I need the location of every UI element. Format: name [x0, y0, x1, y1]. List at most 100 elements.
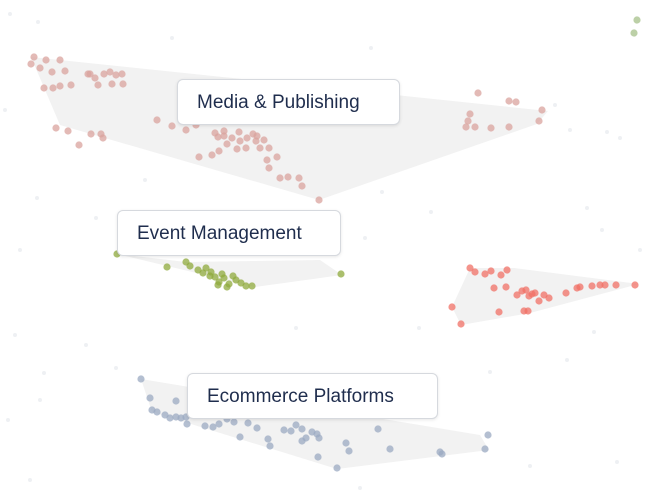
scatter-point[interactable]: [298, 182, 306, 190]
scatter-point[interactable]: [298, 425, 306, 433]
scatter-point[interactable]: [457, 320, 465, 328]
scatter-point[interactable]: [244, 419, 252, 427]
scatter-point[interactable]: [630, 29, 638, 37]
scatter-point[interactable]: [490, 284, 498, 292]
scatter-point[interactable]: [146, 394, 154, 402]
scatter-point[interactable]: [91, 74, 99, 82]
scatter-point[interactable]: [280, 426, 288, 434]
scatter-point[interactable]: [253, 132, 261, 140]
scatter-point[interactable]: [233, 145, 241, 153]
scatter-point[interactable]: [220, 127, 228, 135]
scatter-point[interactable]: [287, 427, 295, 435]
scatter-point[interactable]: [342, 439, 350, 447]
scatter-point[interactable]: [631, 281, 639, 289]
scatter-point[interactable]: [531, 289, 539, 297]
scatter-point[interactable]: [535, 297, 543, 305]
scatter-point[interactable]: [86, 70, 94, 78]
scatter-point[interactable]: [49, 84, 57, 92]
scatter-point[interactable]: [265, 144, 273, 152]
scatter-point[interactable]: [448, 303, 456, 311]
scatter-point[interactable]: [87, 130, 95, 138]
scatter-point[interactable]: [256, 144, 264, 152]
scatter-point[interactable]: [206, 272, 214, 280]
scatter-point[interactable]: [166, 414, 174, 422]
cluster-label-event-management[interactable]: Event Management: [117, 210, 341, 256]
scatter-point[interactable]: [195, 153, 203, 161]
scatter-point[interactable]: [172, 397, 180, 405]
scatter-point[interactable]: [487, 267, 495, 275]
scatter-point[interactable]: [474, 89, 482, 97]
scatter-point[interactable]: [462, 123, 470, 131]
scatter-point[interactable]: [27, 60, 35, 68]
cluster-label-ecommerce-platforms[interactable]: Ecommerce Platforms: [187, 373, 438, 419]
scatter-point[interactable]: [209, 423, 217, 431]
scatter-point[interactable]: [36, 64, 44, 72]
scatter-point[interactable]: [264, 435, 272, 443]
scatter-point[interactable]: [295, 174, 303, 182]
scatter-point[interactable]: [505, 123, 513, 131]
scatter-point[interactable]: [214, 281, 222, 289]
scatter-point[interactable]: [538, 106, 546, 114]
scatter-point[interactable]: [30, 53, 38, 61]
scatter-point[interactable]: [220, 132, 228, 140]
scatter-point[interactable]: [596, 281, 604, 289]
scatter-point[interactable]: [153, 408, 161, 416]
scatter-point[interactable]: [100, 70, 108, 78]
scatter-point[interactable]: [56, 82, 64, 90]
scatter-point[interactable]: [520, 307, 528, 315]
scatter-point[interactable]: [172, 413, 180, 421]
scatter-point[interactable]: [315, 196, 323, 204]
scatter-point[interactable]: [153, 116, 161, 124]
scatter-point[interactable]: [315, 434, 323, 442]
scatter-point[interactable]: [263, 156, 271, 164]
scatter-point[interactable]: [487, 124, 495, 132]
scatter-point[interactable]: [466, 110, 474, 118]
scatter-point[interactable]: [242, 282, 250, 290]
scatter-point[interactable]: [48, 68, 56, 76]
scatter-point[interactable]: [266, 442, 274, 450]
scatter-point[interactable]: [471, 268, 479, 276]
scatter-point[interactable]: [298, 437, 306, 445]
scatter-point[interactable]: [40, 84, 48, 92]
scatter-point[interactable]: [562, 289, 570, 297]
scatter-point[interactable]: [52, 124, 60, 132]
scatter-point[interactable]: [333, 464, 341, 472]
scatter-point[interactable]: [75, 141, 83, 149]
scatter-point[interactable]: [208, 151, 216, 159]
scatter-point[interactable]: [484, 431, 492, 439]
scatter-point[interactable]: [265, 164, 273, 172]
scatter-point[interactable]: [112, 71, 120, 79]
scatter-point[interactable]: [345, 447, 353, 455]
scatter-point[interactable]: [94, 81, 102, 89]
scatter-point[interactable]: [230, 418, 238, 426]
scatter-point[interactable]: [513, 291, 521, 299]
scatter-point[interactable]: [276, 174, 284, 182]
scatter-point[interactable]: [253, 424, 261, 432]
scatter-point[interactable]: [273, 153, 281, 161]
scatter-point[interactable]: [292, 421, 300, 429]
scatter-point[interactable]: [215, 420, 223, 428]
scatter-point[interactable]: [201, 422, 209, 430]
scatter-point[interactable]: [248, 282, 256, 290]
scatter-point[interactable]: [163, 263, 171, 271]
scatter-point[interactable]: [535, 117, 543, 125]
scatter-point[interactable]: [505, 97, 513, 105]
scatter-point[interactable]: [481, 270, 489, 278]
scatter-point[interactable]: [502, 283, 510, 291]
scatter-point[interactable]: [236, 137, 244, 145]
scatter-point[interactable]: [218, 270, 226, 278]
scatter-point[interactable]: [61, 67, 69, 75]
scatter-point[interactable]: [471, 123, 479, 131]
scatter-point[interactable]: [481, 445, 489, 453]
scatter-point[interactable]: [214, 133, 222, 141]
scatter-point[interactable]: [236, 433, 244, 441]
scatter-point[interactable]: [260, 136, 268, 144]
scatter-point[interactable]: [242, 144, 250, 152]
scatter-point[interactable]: [229, 272, 237, 280]
scatter-point[interactable]: [108, 80, 116, 88]
scatter-point[interactable]: [243, 134, 251, 142]
scatter-point[interactable]: [612, 281, 620, 289]
scatter-point[interactable]: [466, 264, 474, 272]
scatter-point[interactable]: [497, 271, 505, 279]
scatter-point[interactable]: [228, 134, 236, 142]
